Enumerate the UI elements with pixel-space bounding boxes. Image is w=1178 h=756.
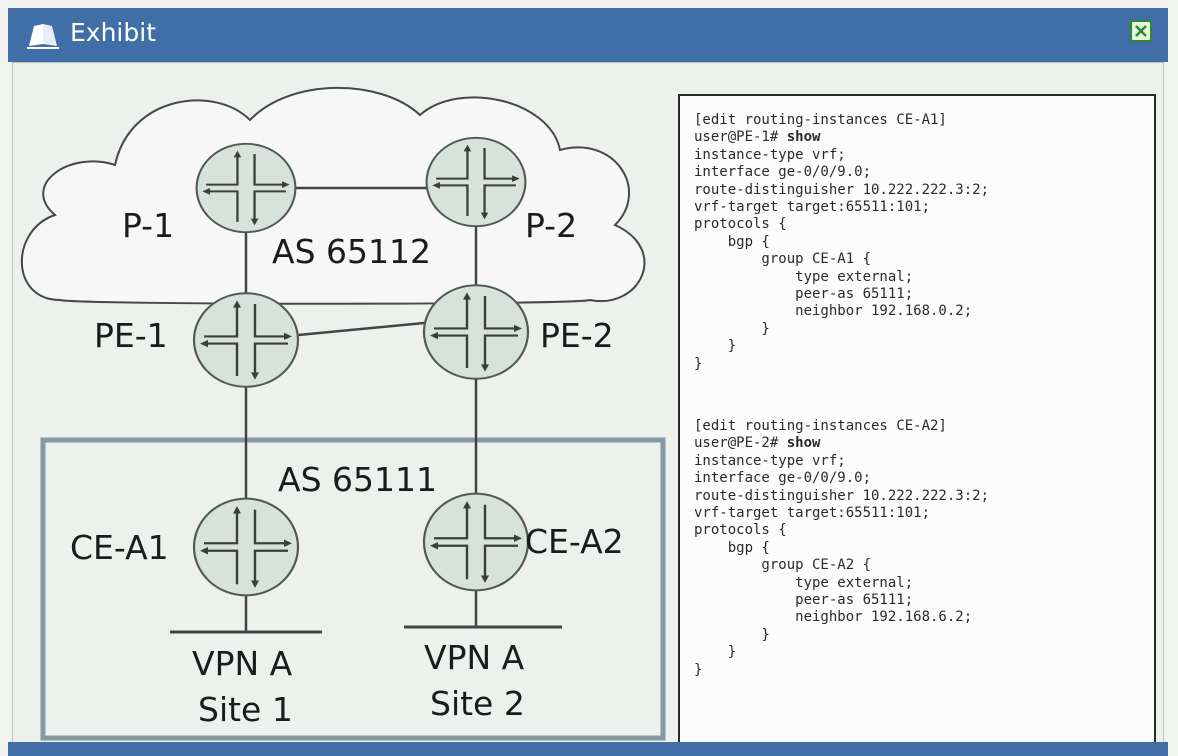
edit-context-ce-a2: [edit routing-instances CE-A2]	[694, 418, 947, 434]
router-pe1-icon[interactable]	[192, 292, 300, 388]
bottom-frame	[8, 742, 1168, 756]
label-cea1: CE-A1	[70, 528, 169, 567]
config-panel: [edit routing-instances CE-A1] user@PE-1…	[678, 94, 1156, 748]
label-site2-name: Site 2	[430, 684, 525, 723]
cli-prompt-pe2: user@PE-2#	[694, 435, 787, 452]
router-cea1-icon[interactable]	[192, 497, 300, 597]
label-site1-vpn: VPN A	[192, 644, 293, 683]
router-p1-icon[interactable]	[195, 142, 297, 234]
label-p1: P-1	[122, 206, 175, 245]
router-p2-icon[interactable]	[425, 136, 527, 228]
router-pe2-icon[interactable]	[422, 284, 530, 380]
cli-prompt-pe1: user@PE-1#	[694, 129, 787, 146]
as65111-site-box	[40, 437, 666, 741]
edit-context-ce-a1: [edit routing-instances CE-A1]	[694, 112, 947, 128]
label-as65111: AS 65111	[278, 460, 437, 499]
router-cea2-icon[interactable]	[422, 492, 530, 592]
label-site2-vpn: VPN A	[424, 638, 525, 677]
config-body-ce-a2: instance-type vrf; interface ge-0/0/9.0;…	[694, 452, 990, 678]
cli-command-show-pe1: show	[786, 129, 821, 146]
label-pe1: PE-1	[94, 316, 168, 355]
config-block-ce-a2: [edit routing-instances CE-A2] user@PE-2…	[694, 418, 989, 679]
window-title: Exhibit	[70, 18, 156, 47]
close-icon	[1135, 25, 1147, 37]
title-bar: Exhibit	[8, 8, 1168, 62]
label-p2: P-2	[525, 206, 578, 245]
close-button[interactable]	[1130, 20, 1152, 42]
as65112-cloud	[20, 86, 646, 305]
config-block-ce-a1: [edit routing-instances CE-A1] user@PE-1…	[694, 112, 989, 373]
cli-command-show-pe2: show	[786, 435, 821, 452]
network-diagram	[20, 86, 666, 741]
config-body-ce-a1: instance-type vrf; interface ge-0/0/9.0;…	[694, 146, 990, 372]
book-icon	[27, 24, 59, 49]
label-pe2: PE-2	[540, 316, 614, 355]
label-as65112: AS 65112	[272, 232, 431, 271]
label-site1-name: Site 1	[198, 690, 293, 729]
label-cea2: CE-A2	[525, 522, 624, 561]
